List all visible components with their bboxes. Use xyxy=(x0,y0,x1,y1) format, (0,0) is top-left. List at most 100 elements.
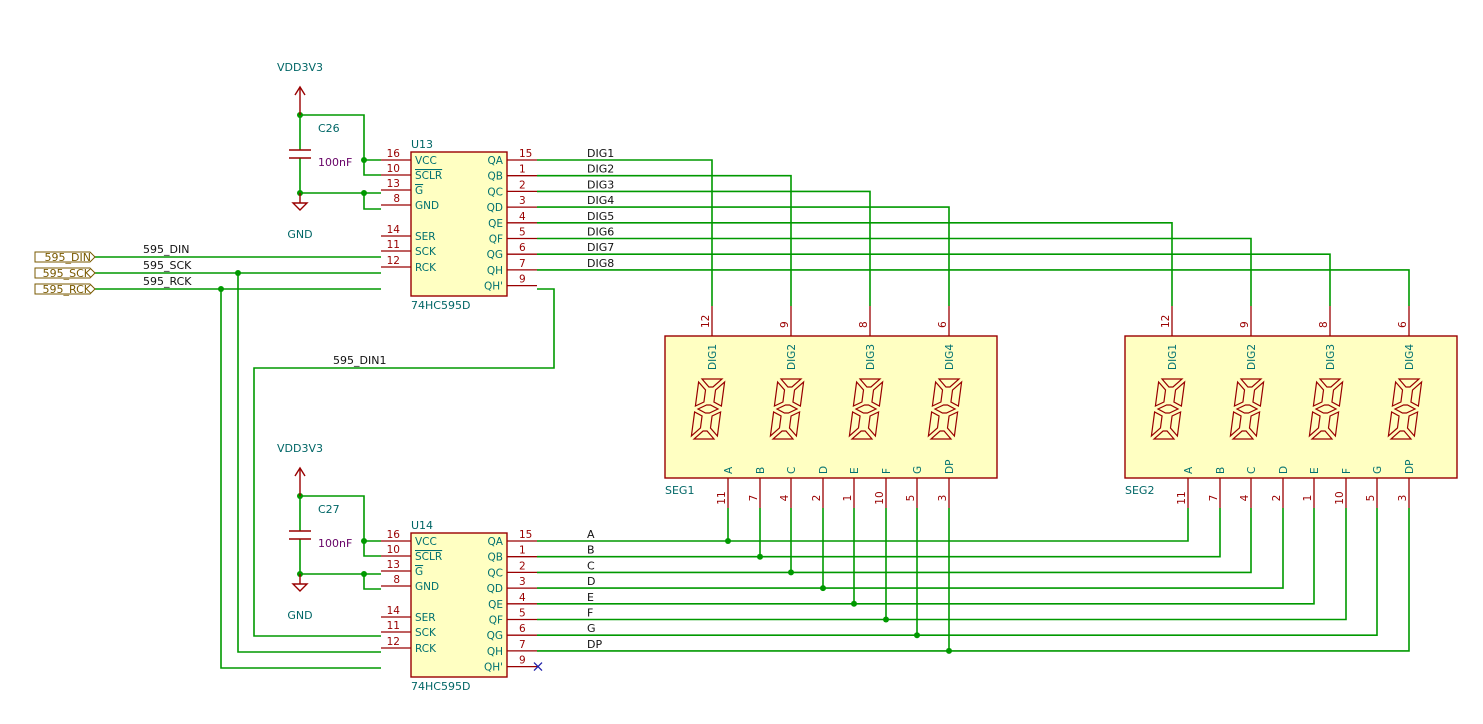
digit-segment xyxy=(1310,430,1334,440)
digit-segment xyxy=(1331,380,1344,407)
pin-number: 10 xyxy=(874,491,886,504)
digit-segment xyxy=(1308,411,1321,438)
net-label: DIG2 xyxy=(587,163,614,176)
pin-number: 5 xyxy=(519,227,526,239)
pin-name: QE xyxy=(488,599,503,611)
wire xyxy=(237,273,381,653)
digit-segment xyxy=(929,430,953,440)
pin-number: 1 xyxy=(519,164,526,176)
shift-register-part: 74HC595D xyxy=(411,680,470,693)
net-label: DIG1 xyxy=(587,147,614,160)
digit-segment xyxy=(709,410,722,438)
pin-name: C xyxy=(786,467,798,474)
pin-name: SCK xyxy=(415,246,437,258)
pin-number: 3 xyxy=(519,195,526,207)
wire xyxy=(537,190,871,306)
wire xyxy=(220,289,381,669)
pin-number: 12 xyxy=(700,315,712,328)
pin-number: 10 xyxy=(387,544,400,556)
junction-dot xyxy=(361,190,367,196)
seven-seg-display-body xyxy=(1124,335,1458,479)
pin-number: 5 xyxy=(1365,495,1377,502)
pin-name: QG xyxy=(487,630,503,642)
vdd-label: VDD3V3 xyxy=(277,61,323,74)
pin-name: QH xyxy=(487,646,503,658)
pin-name: DIG4 xyxy=(1404,344,1416,370)
pin-name: F xyxy=(881,468,893,474)
pin-number: 12 xyxy=(387,255,400,267)
wire xyxy=(300,114,381,176)
global-label: 595_RCK xyxy=(43,283,92,296)
capacitor-ref: C26 xyxy=(318,122,340,135)
pin-number: 11 xyxy=(1176,491,1188,504)
pin-name: SER xyxy=(415,612,436,624)
net-label: DIG4 xyxy=(587,194,614,207)
pin-number: 13 xyxy=(387,178,400,190)
pin-name: QF xyxy=(489,234,503,246)
pin-number: 2 xyxy=(1271,495,1283,502)
wire xyxy=(537,508,1221,558)
wire xyxy=(537,159,713,306)
pin-number: 9 xyxy=(1239,321,1251,328)
no-connect-icon xyxy=(533,662,543,672)
pin-name: G xyxy=(912,466,924,474)
digit-segment xyxy=(773,380,786,408)
pin-number: 9 xyxy=(519,274,526,286)
pin-number: 6 xyxy=(937,321,949,328)
digit-segment xyxy=(854,404,878,414)
junction-dot xyxy=(725,538,731,544)
digit-segment xyxy=(1252,380,1265,407)
pin-name: SER xyxy=(415,231,436,243)
wire xyxy=(537,508,1284,589)
pin-name: QA xyxy=(488,155,504,167)
digit-segment xyxy=(1154,380,1167,408)
shift-register-ref: U14 xyxy=(411,519,433,532)
pin-name: QF xyxy=(489,615,503,627)
wire xyxy=(537,174,792,306)
shift-register-body xyxy=(410,532,508,678)
net-label: DIG7 xyxy=(587,241,614,254)
pin-name: QH' xyxy=(484,662,503,674)
pin-number: 8 xyxy=(1318,321,1330,328)
global-label-outline xyxy=(34,283,96,295)
vdd-arrow xyxy=(294,85,306,96)
digit-segment xyxy=(937,378,961,388)
shift-register-body xyxy=(410,151,508,297)
digit-segment xyxy=(1156,404,1180,414)
net-label: C xyxy=(587,559,595,572)
digit-segment xyxy=(1152,430,1176,440)
pin-number: 1 xyxy=(1302,495,1314,502)
digit-segment xyxy=(852,380,865,408)
gnd-label: GND xyxy=(287,228,312,241)
pin-number: 8 xyxy=(393,193,400,205)
pin-name: A xyxy=(1183,466,1195,474)
digit-segment xyxy=(1314,404,1338,414)
global-label-outline xyxy=(34,251,96,263)
wire xyxy=(537,508,1347,621)
pin-name: QB xyxy=(488,171,503,183)
digit-segment xyxy=(700,378,724,388)
wire xyxy=(537,508,1410,652)
capacitor-value: 100nF xyxy=(318,156,352,169)
pin-number: 16 xyxy=(387,529,401,541)
components-layer xyxy=(34,85,1458,678)
digit-segment xyxy=(771,430,795,440)
pin-number: 4 xyxy=(1239,494,1251,501)
digit-segment xyxy=(931,380,944,408)
pin-number: 7 xyxy=(748,495,760,502)
digit-segment xyxy=(779,378,803,388)
wire xyxy=(537,253,1331,306)
digit-segment xyxy=(713,380,726,407)
global-label-outline xyxy=(34,267,96,279)
net-label: F xyxy=(587,607,593,620)
pin-number: 1 xyxy=(842,495,854,502)
pin-number: 3 xyxy=(937,495,949,502)
junction-dot xyxy=(946,647,952,654)
net-label: G xyxy=(587,622,596,635)
capacitor-value: 100nF xyxy=(318,537,352,550)
digit-segment xyxy=(1327,410,1340,438)
pin-number: 3 xyxy=(519,576,526,588)
pin-name: DIG1 xyxy=(1167,344,1179,370)
digit-segment xyxy=(1318,378,1342,388)
digit-segment xyxy=(696,404,720,414)
